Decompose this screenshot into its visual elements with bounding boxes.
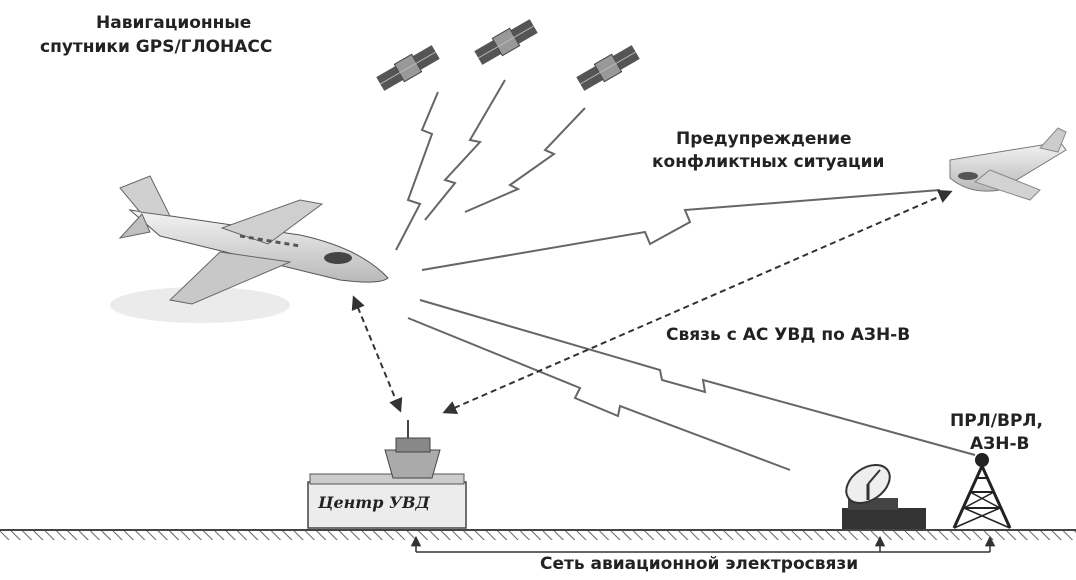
radar-label-line2: АЗН-В [970,434,1030,454]
radar-label-line1: ПРЛ/ВРЛ, [950,411,1044,431]
network-label: Сеть авиационной электросвязи [540,554,859,574]
satellite-signal-3 [464,107,586,213]
satellite-icon-2 [474,19,538,65]
network-connector [410,535,996,553]
antenna-tower-icon [952,453,1012,529]
satellites-label-line1: Навигационные [96,13,252,33]
ground-hatch [0,530,1076,540]
satellite-signal-2 [424,79,506,221]
warning-label-line1: Предупреждение [676,129,852,149]
satellite-icon-3 [576,45,640,91]
aircraft-to-atc-arrow [351,295,403,413]
atc-to-other-aircraft-arrow [442,190,953,414]
satellite-signal-1 [395,91,439,251]
other-aircraft-icon [949,127,1067,201]
main-aircraft-icon [110,175,389,323]
satellites-label-line2: спутники GPS/ГЛОНАСС [40,37,273,57]
radar-dish-icon [842,463,926,530]
adsb-link-label: Связь с АС УВД по АЗН-В [666,325,911,345]
atc-center-label: Центр УВД [318,493,430,512]
warning-label-line2: конфликтных ситуации [652,152,885,172]
atc-center-building [307,420,467,529]
satellite-icon-1 [376,45,440,91]
